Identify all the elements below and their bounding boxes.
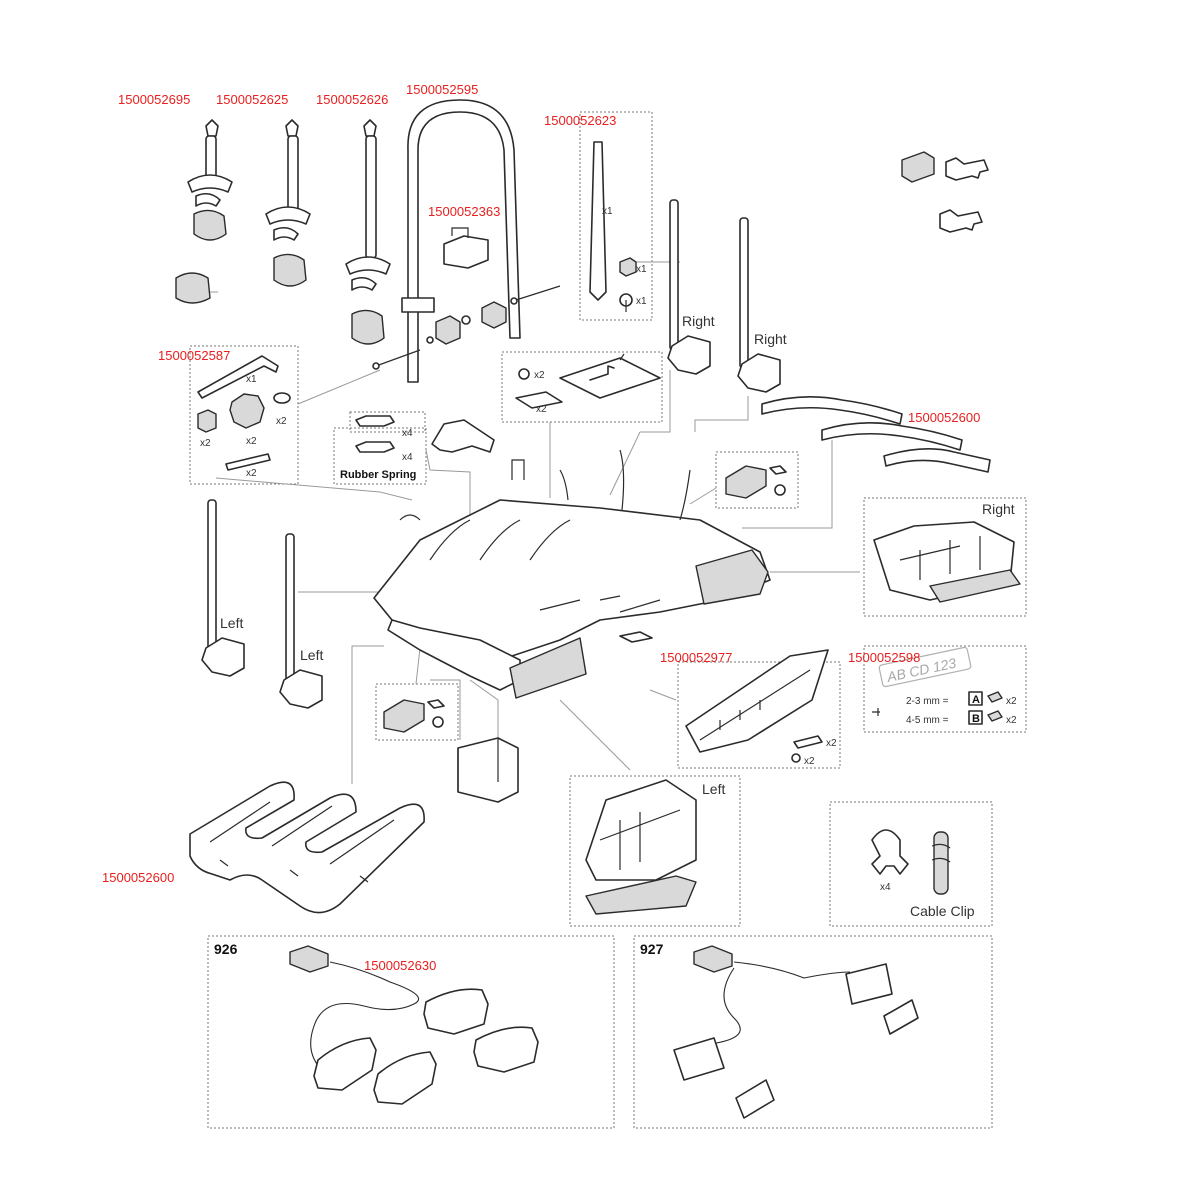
part-number-arm-short: 1500052695	[118, 92, 190, 107]
plate-holder-box	[863, 645, 1027, 733]
qty-cover-screw: x2	[804, 756, 815, 767]
qty-cable-clip: x4	[880, 882, 891, 893]
lock-and-keys-drawing	[901, 151, 989, 233]
arm-long-drawing	[345, 119, 391, 345]
label-left-1: Left	[220, 615, 243, 631]
qty-spacer: x2	[200, 438, 211, 449]
tail-light-cover-drawing	[685, 649, 829, 763]
arm-short-drawing	[175, 119, 233, 304]
qty-rubber-a: x4	[402, 428, 413, 439]
qty-spacer-a: x2	[1006, 696, 1017, 707]
label-letter-b: B	[972, 713, 980, 725]
kit-926-drawing	[289, 945, 539, 1105]
lock-cover-right-box	[715, 451, 799, 509]
lamp-left-drawing	[585, 779, 697, 915]
carrier-body-drawing	[373, 449, 771, 699]
label-left-lamp: Left	[702, 781, 725, 797]
qty-plate-screw: x2	[534, 370, 545, 381]
arm-medium-drawing	[265, 119, 311, 287]
label-rubber-spring: Rubber Spring	[340, 469, 416, 481]
qty-bolt: x2	[246, 468, 257, 479]
label-spacer-a: 2-3 mm =	[906, 696, 949, 707]
label-spacer-b: 4-5 mm =	[906, 715, 949, 726]
part-number-wiring: 1500052630	[364, 958, 436, 973]
cable-clip-drawing	[871, 829, 951, 895]
part-number-arm-long: 1500052626	[316, 92, 388, 107]
label-right-2: Right	[754, 331, 787, 347]
qty-strap-cap: x1	[636, 264, 647, 275]
qty-wrench: x1	[246, 374, 257, 385]
qty-plate-bracket: x2	[536, 404, 547, 415]
part-number-plate-holder: 1500052598	[848, 650, 920, 665]
qty-strap-screw: x1	[636, 296, 647, 307]
rubber-spring-drawing	[355, 415, 495, 453]
tool-kit-box	[189, 345, 299, 485]
part-number-arm-medium: 1500052625	[216, 92, 288, 107]
label-right-1: Right	[682, 313, 715, 329]
part-number-wheel-tray-right: 1500052600	[908, 410, 980, 425]
kit-927-box	[633, 935, 993, 1129]
kit-926-box	[207, 935, 615, 1129]
label-letter-a: A	[972, 694, 980, 706]
left-straps-drawing	[201, 499, 323, 709]
part-number-tool-kit: 1500052587	[158, 348, 230, 363]
part-number-frame: 1500052595	[406, 82, 478, 97]
label-kit-927: 927	[640, 941, 664, 957]
part-number-wheel-tray-bottom: 1500052600	[102, 870, 174, 885]
cable-clip-box	[829, 801, 993, 927]
label-cable-clip: Cable Clip	[910, 903, 975, 919]
frame-drawing	[372, 99, 561, 383]
strap-clip-box	[349, 411, 426, 433]
lamp-right-box	[863, 497, 1027, 617]
strap-kit-box	[579, 111, 653, 321]
lock-cover-left-box	[375, 683, 459, 741]
right-straps-drawing	[667, 199, 781, 393]
rubber-spring-box	[333, 427, 427, 485]
lock-cover-left-drawing	[383, 699, 445, 733]
lamp-left-box	[569, 775, 741, 927]
qty-cover-bolt: x2	[826, 738, 837, 749]
lamp-right-drawing	[873, 521, 1021, 603]
label-kit-926: 926	[214, 941, 238, 957]
strap-kit-drawing	[589, 141, 637, 312]
label-right-lamp: Right	[982, 501, 1015, 517]
part-number-tail-light-cover: 1500052977	[660, 650, 732, 665]
qty-spacer-b: x2	[1006, 715, 1017, 726]
kit-927-drawing	[673, 945, 919, 1119]
label-left-2: Left	[300, 647, 323, 663]
part-number-clip: 1500052363	[428, 204, 500, 219]
part-number-strap: 1500052623	[544, 113, 616, 128]
wheel-tray-bottom-drawing	[189, 781, 425, 914]
bracket-drawing	[457, 737, 519, 803]
tool-kit-drawing	[197, 355, 291, 471]
plate-bracket-box	[501, 351, 663, 423]
tail-light-cover-box	[677, 661, 841, 769]
lock-cover-right-drawing	[725, 465, 787, 499]
plate-bracket-kit-drawing	[515, 353, 661, 409]
qty-knob: x2	[246, 436, 257, 447]
qty-rubber-b: x4	[402, 452, 413, 463]
wheel-tray-right-drawing	[761, 396, 991, 473]
qty-strap: x1	[602, 206, 613, 217]
qty-washer: x2	[276, 416, 287, 427]
